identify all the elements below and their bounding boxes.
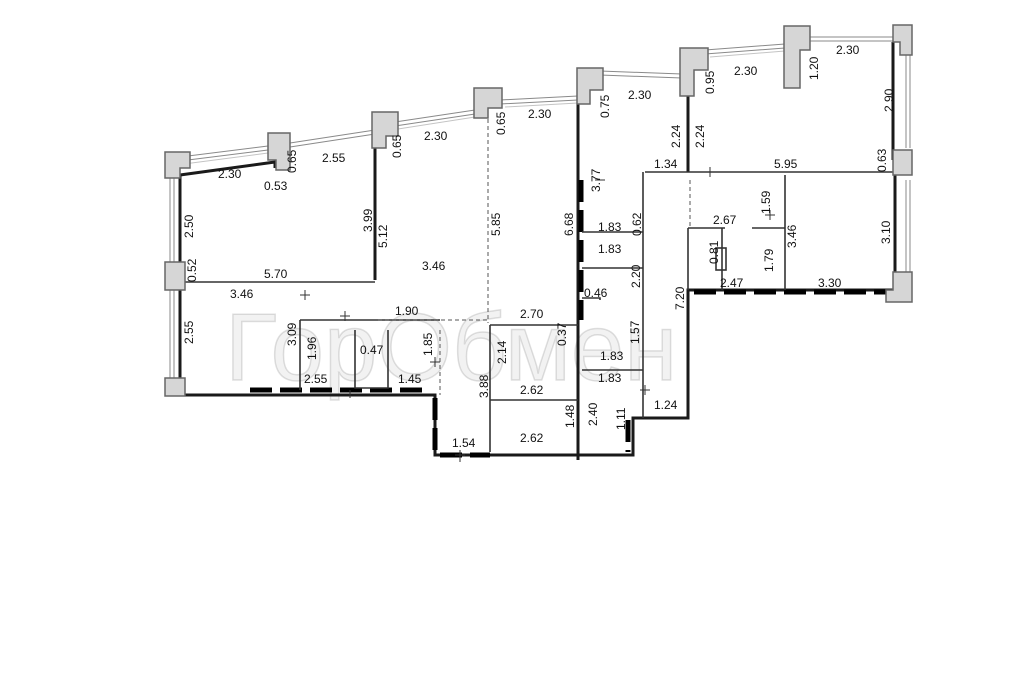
dimension-label: 0.53 [264, 179, 288, 193]
dimension-label: 3.99 [361, 208, 375, 232]
dimension-label: 2.24 [669, 124, 683, 148]
dashed-boundaries [378, 105, 691, 395]
dimension-label: 5.12 [376, 224, 390, 248]
dimension-label: 7.20 [673, 286, 687, 310]
dimension-label: 1.24 [654, 398, 678, 412]
dimension-label: 1.83 [600, 349, 624, 363]
dimension-label: 2.30 [836, 43, 860, 57]
dimension-label: 3.46 [230, 287, 254, 301]
heavy-walls [250, 180, 890, 458]
windows [169, 36, 911, 378]
dimension-label: 1.48 [563, 404, 577, 428]
dimension-label: 3.09 [285, 322, 299, 346]
dimension-label: 1.83 [598, 242, 622, 256]
dimension-label: 2.70 [520, 307, 544, 321]
dimension-label: 1.85 [421, 332, 435, 356]
dimension-label: 1.34 [654, 157, 678, 171]
dimension-label: 1.11 [614, 407, 628, 430]
dimension-label: 2.30 [628, 88, 652, 102]
dimension-label: 2.40 [586, 402, 600, 426]
dimension-label: 2.67 [713, 213, 737, 227]
dimension-label: 1.45 [398, 372, 422, 386]
dimension-label: 6.68 [562, 212, 576, 236]
dimension-label: 2.50 [182, 214, 196, 238]
dimension-label: 0.62 [630, 212, 644, 236]
dimension-label: 1.79 [762, 248, 776, 272]
dimension-label: 2.55 [304, 372, 328, 386]
dimension-label: 1.59 [759, 190, 773, 214]
dimension-label: 2.30 [424, 129, 448, 143]
dimension-label: 3.46 [422, 259, 446, 273]
dimension-label: 1.96 [305, 336, 319, 360]
dimension-label: 2.30 [734, 64, 758, 78]
dimension-label: 3.30 [818, 276, 842, 290]
dimension-label: 2.30 [528, 107, 552, 121]
dimension-label: 2.24 [693, 124, 707, 148]
partitions [180, 171, 895, 452]
dimension-label: 0.65 [494, 111, 508, 135]
dimension-label: 3.88 [477, 374, 491, 398]
dimension-label: 5.95 [774, 157, 798, 171]
dimension-label: 2.62 [520, 431, 544, 445]
dimension-label: 0.65 [390, 134, 404, 158]
dimension-label: 0.81 [707, 240, 721, 264]
dimension-label: 2.47 [720, 276, 744, 290]
dimension-label: 1.83 [598, 220, 622, 234]
dimension-label: 0.95 [703, 70, 717, 94]
dimension-labels: 2.30 0.65 2.55 0.53 0.65 2.30 0.65 2.30 … [182, 43, 896, 450]
dimension-ticks [300, 167, 775, 462]
dimension-label: 5.85 [489, 212, 503, 236]
dimension-label: 0.52 [185, 258, 199, 282]
dimension-label: 5.70 [264, 267, 288, 281]
dimension-label: 0.75 [598, 94, 612, 118]
dimension-label: 3.46 [785, 224, 799, 248]
dimension-label: 1.90 [395, 304, 419, 318]
dimension-label: 3.77 [589, 168, 603, 192]
dimension-label: 1.20 [807, 56, 821, 80]
dimension-label: 0.65 [285, 149, 299, 173]
dimension-label: 2.90 [882, 88, 896, 112]
dimension-label: 0.63 [875, 148, 889, 172]
dimension-label: 2.55 [322, 151, 346, 165]
dimension-label: 3.10 [879, 220, 893, 244]
dimension-label: 0.46 [584, 286, 608, 300]
dimension-label: 2.30 [218, 167, 242, 181]
dimension-label: 1.57 [628, 320, 642, 344]
dimension-label: 2.55 [182, 320, 196, 344]
dimension-label: 0.37 [555, 322, 569, 346]
columns [164, 24, 913, 397]
dimension-label: 0.47 [360, 343, 384, 357]
dimension-label: 1.54 [452, 436, 476, 450]
dimension-label: 2.20 [629, 264, 643, 288]
dimension-label: 2.14 [495, 340, 509, 364]
dimension-label: 1.83 [598, 371, 622, 385]
dimension-label: 2.62 [520, 383, 544, 397]
